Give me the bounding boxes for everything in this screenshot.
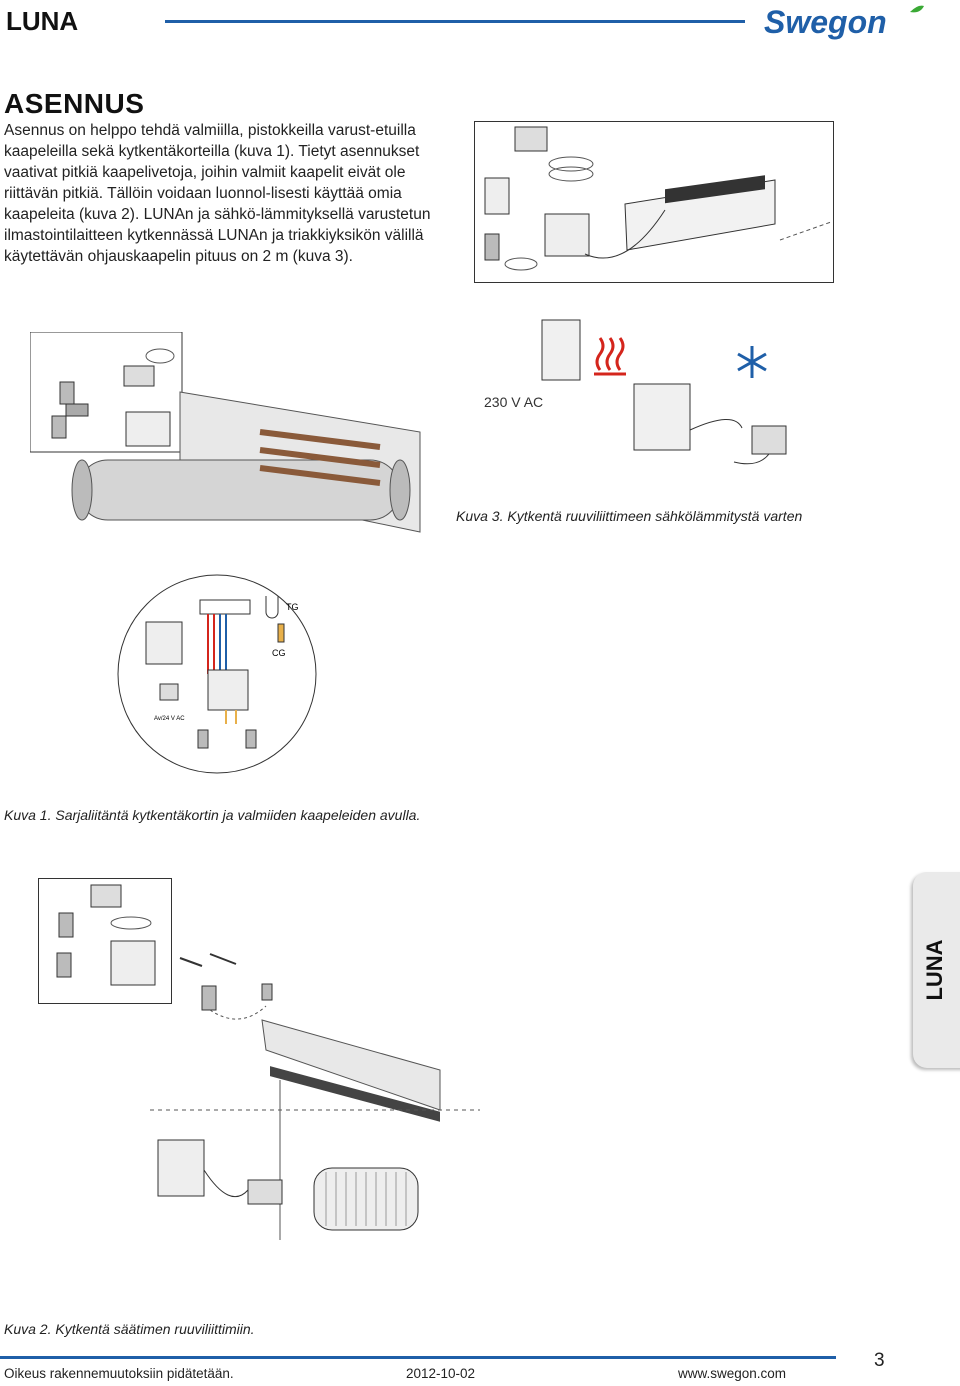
cg-label: CG: [272, 648, 286, 658]
kuva2-inset-diagram: [38, 878, 172, 1004]
kuva3-triac-diagram: [541, 319, 787, 465]
header-rule: [165, 20, 745, 23]
footer-date: 2012-10-02: [406, 1366, 476, 1381]
kuva1-voltage-label: Av/24 V AC: [154, 716, 185, 722]
side-tab-label: LUNA: [922, 939, 947, 1001]
footer-rule: [0, 1356, 836, 1359]
logo-wordmark: Swegon: [764, 4, 887, 40]
kuva1-wiring-circle: TG CG Av/24 V AC: [117, 574, 317, 774]
kuva2-main-diagram: [150, 953, 480, 1240]
intro-paragraph: Asennus on helppo tehdä valmiilla, pisto…: [4, 122, 431, 265]
page-header-title: LUNA: [6, 6, 79, 36]
footer-notice: Oikeus rakennemuutoksiin pidätetään.: [4, 1366, 234, 1381]
kuva2-caption: Kuva 2. Kytkentä säätimen ruuviliittimii…: [4, 1321, 255, 1337]
page-number: 3: [874, 1350, 885, 1371]
kuva3-install-diagram: [474, 121, 834, 283]
heating-icon: [594, 337, 626, 376]
kuva1-caption: Kuva 1. Sarjaliitäntä kytkentäkortin ja …: [4, 807, 421, 823]
tg-label: TG: [286, 602, 299, 612]
section-heading: ASENNUS: [4, 88, 145, 119]
chilled-beam-diagram: [30, 332, 421, 533]
logo-leaf-icon: [910, 5, 924, 13]
side-tab: LUNA: [913, 872, 960, 1068]
kuva3-caption: Kuva 3. Kytkentä ruuviliittimeen sähkölä…: [456, 508, 803, 524]
voltage-label: 230 V AC: [484, 394, 544, 410]
cooling-snowflake-icon: [737, 346, 767, 378]
footer-website[interactable]: www.swegon.com: [678, 1366, 787, 1381]
swegon-logo: Swegon: [764, 4, 924, 40]
